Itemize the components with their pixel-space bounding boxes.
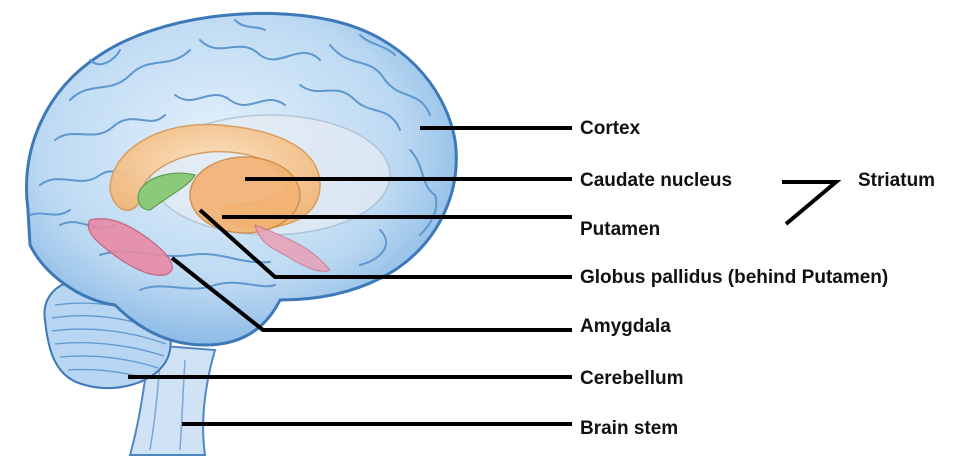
label-cerebellum: Cerebellum xyxy=(580,368,683,390)
label-cortex: Cortex xyxy=(580,118,640,140)
label-amygdala: Amygdala xyxy=(580,316,671,338)
amygdala-leader-line xyxy=(172,258,572,330)
label-putamen: Putamen xyxy=(580,219,660,241)
striatum-bracket xyxy=(782,182,836,224)
label-caudate-nucleus: Caudate nucleus xyxy=(580,170,732,192)
globus-pallidus-leader-line xyxy=(200,210,572,277)
label-globus-pallidus: Globus pallidus (behind Putamen) xyxy=(580,267,888,289)
label-brain-stem: Brain stem xyxy=(580,418,678,440)
label-striatum: Striatum xyxy=(858,170,935,192)
